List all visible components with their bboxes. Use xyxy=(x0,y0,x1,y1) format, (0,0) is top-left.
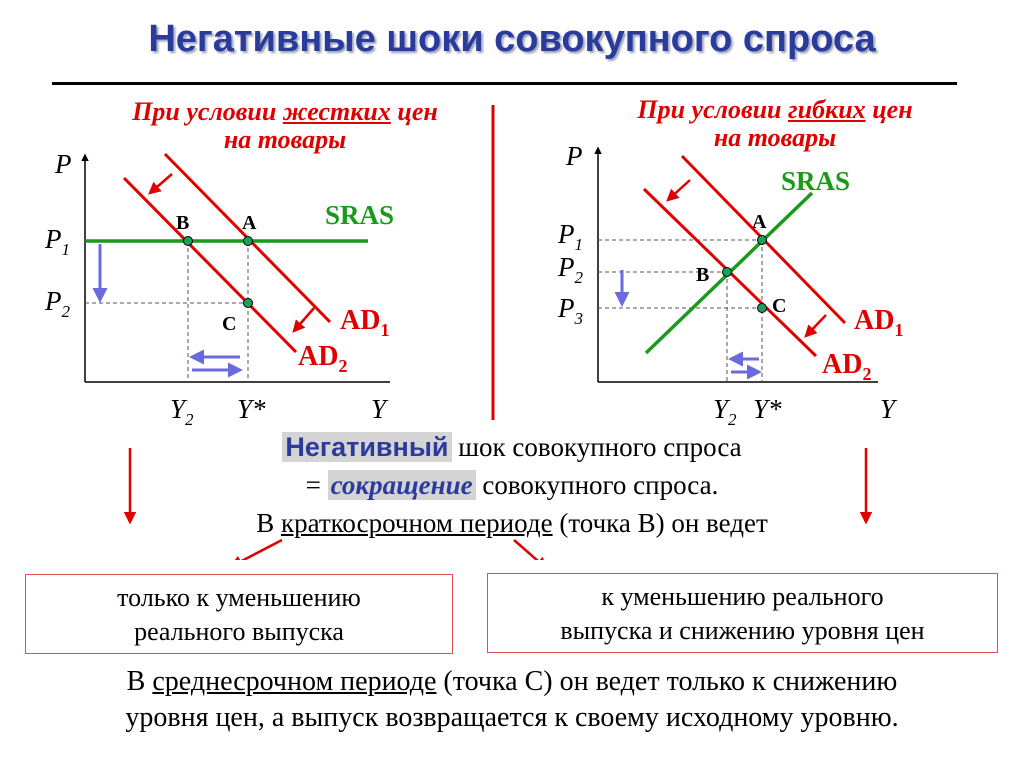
left-point-c xyxy=(243,298,253,308)
to-right-box-arrow xyxy=(513,539,548,560)
left-label-b: B xyxy=(176,212,189,234)
mid-highlight-negative: Негативный xyxy=(282,432,452,462)
left-label-y: Y xyxy=(371,394,389,424)
right-point-b xyxy=(722,267,732,277)
right-shift-arrow-top xyxy=(666,179,691,202)
diagram-canvas: P P1 P2 Y2 Y* Y B A C SRAS AD1 AD2 P P1 xyxy=(44,105,903,560)
left-box-line-2: реального выпуска xyxy=(134,617,344,646)
left-label-c: C xyxy=(222,313,236,335)
left-point-a xyxy=(243,236,253,246)
mid-line-3: В краткосрочном периоде (точка В) он вед… xyxy=(0,508,1024,539)
right-label-p3: P3 xyxy=(557,293,583,328)
left-label-y2: Y2 xyxy=(170,394,194,429)
left-ad2-curve xyxy=(122,176,298,354)
bottom-line-2: уровня цен, а выпуск возвращается к свое… xyxy=(125,702,899,733)
bottom-underlined: среднесрочном периоде xyxy=(152,666,437,697)
right-shift-arrow-bottom xyxy=(804,314,827,338)
left-label-ystar: Y* xyxy=(237,394,266,424)
mid-line-3-pre: В xyxy=(256,508,281,538)
right-box-line-2: выпуска и снижению уровня цен xyxy=(560,616,925,645)
left-label-ad1: AD1 xyxy=(340,305,389,340)
to-left-box-arrow xyxy=(229,538,283,560)
right-label-p2: P2 xyxy=(557,252,584,287)
right-label-ystar: Y* xyxy=(753,394,782,424)
mid-line-3-underlined: краткосрочном периоде xyxy=(280,508,553,538)
right-label-y: Y xyxy=(880,394,898,424)
right-label-c: C xyxy=(772,295,786,317)
mid-line-1-rest: шок совокупного спроса xyxy=(451,432,742,462)
left-label-p: P xyxy=(54,149,72,179)
right-cond-line2: на товары xyxy=(713,123,837,152)
right-label-b: B xyxy=(696,264,709,286)
left-shift-arrow-top xyxy=(148,173,173,195)
left-label-p2: P2 xyxy=(44,286,71,321)
right-label-ad2: AD2 xyxy=(822,349,871,384)
left-chart: P P1 P2 Y2 Y* Y B A C SRAS AD1 AD2 xyxy=(44,149,394,429)
mid-highlight-reduction: сокращение xyxy=(327,470,476,500)
left-box-line-1: только к уменьшению xyxy=(117,583,361,612)
left-cond-post: цен xyxy=(390,97,438,126)
left-label-p1: P1 xyxy=(44,224,70,259)
mid-line-2-rest: совокупного спроса. xyxy=(475,470,719,500)
left-cond-line2: на товары xyxy=(223,125,347,154)
left-shift-arrow-bottom xyxy=(292,307,315,333)
right-point-c xyxy=(757,303,767,313)
left-point-b xyxy=(183,236,193,246)
left-result-box: только к уменьшению реального выпуска xyxy=(25,574,453,654)
left-condition-title: При условии жестких цен на товары xyxy=(60,98,510,154)
right-condition-title: При условии гибких цен на товары xyxy=(545,96,1005,152)
right-label-ad1: AD1 xyxy=(854,305,903,340)
bottom-rest: (точка С) он ведет только к снижению xyxy=(436,666,898,697)
right-cond-word: гибких xyxy=(788,95,866,124)
left-label-ad2: AD2 xyxy=(298,341,347,376)
title-divider xyxy=(52,82,957,85)
right-cond-post: цен xyxy=(865,95,913,124)
mid-line-3-rest: (точка В) он ведет xyxy=(552,508,768,538)
page-title: Негативные шоки совокупного спроса xyxy=(148,18,876,60)
bottom-pre: В xyxy=(126,666,153,697)
left-cond-word: жестких xyxy=(282,97,391,126)
mid-line-2-pre: = xyxy=(305,470,328,500)
right-point-a xyxy=(757,235,767,245)
right-cond-pre: При условии xyxy=(637,95,789,124)
right-box-line-1: к уменьшению реального xyxy=(601,582,884,611)
left-label-sras: SRAS xyxy=(325,200,394,230)
right-label-p: P xyxy=(565,141,583,171)
right-label-a: A xyxy=(752,211,767,233)
left-cond-pre: При условии xyxy=(132,97,283,126)
mid-line-1: Негативный шок совокупного спроса xyxy=(0,432,1024,463)
right-chart: P P1 P2 P3 Y2 Y* Y A B C SRAS AD1 AD2 xyxy=(557,141,903,429)
left-label-a: A xyxy=(242,212,257,234)
bottom-text: В среднесрочном периоде (точка С) он вед… xyxy=(0,664,1024,736)
mid-line-2: = сокращение совокупного спроса. xyxy=(0,470,1024,501)
right-label-y2: Y2 xyxy=(713,394,737,429)
right-label-p1: P1 xyxy=(557,219,583,254)
right-result-box: к уменьшению реального выпуска и снижени… xyxy=(487,573,998,653)
right-label-sras: SRAS xyxy=(781,166,850,196)
